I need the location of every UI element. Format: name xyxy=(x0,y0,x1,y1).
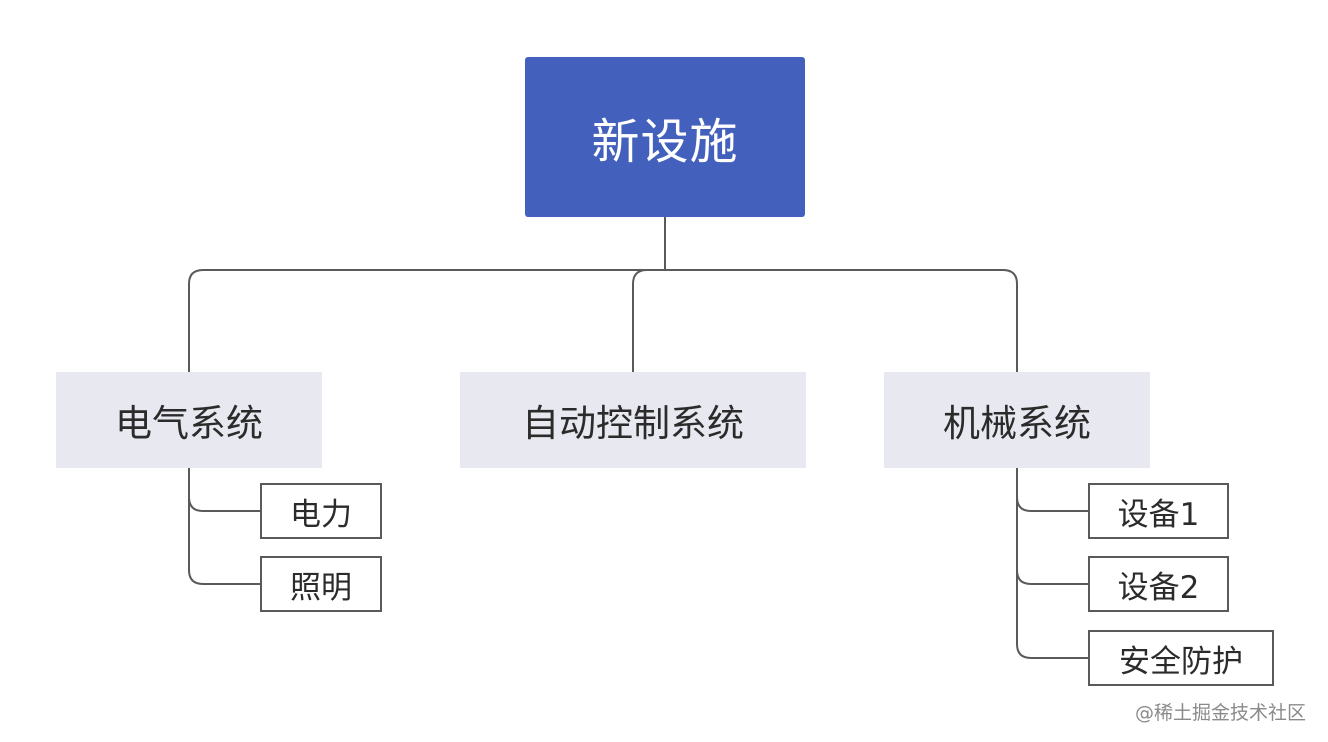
branch-node-automation: 自动控制系统 xyxy=(460,372,806,468)
branch-label: 电气系统 xyxy=(115,402,263,445)
leaf-connector-device-1 xyxy=(1016,468,1089,512)
branch-node-electrical: 电气系统 xyxy=(56,372,322,468)
watermark-text: @稀土掘金技术社区 xyxy=(1134,702,1306,724)
leaf-label: 安全防护 xyxy=(1119,643,1243,680)
leaf-connector-safety xyxy=(1016,570,1089,659)
leaf-label: 设备1 xyxy=(1117,496,1200,533)
leaf-connector-lighting xyxy=(188,497,261,585)
leaf-node-device-1: 设备1 xyxy=(1088,483,1229,539)
branch-bus-connector xyxy=(188,269,1018,372)
leaf-label: 照明 xyxy=(290,569,352,606)
branch-connector-middle xyxy=(632,269,648,372)
root-label: 新设施 xyxy=(591,114,739,170)
leaf-node-device-2: 设备2 xyxy=(1088,556,1229,612)
root-node: 新设施 xyxy=(525,57,805,217)
leaf-label: 设备2 xyxy=(1117,569,1200,606)
branch-label: 机械系统 xyxy=(943,402,1091,445)
leaf-node-safety: 安全防护 xyxy=(1088,630,1274,686)
leaf-connector-power xyxy=(188,468,261,512)
leaf-node-lighting: 照明 xyxy=(260,556,382,612)
branch-node-mechanical: 机械系统 xyxy=(884,372,1150,468)
leaf-node-power: 电力 xyxy=(260,483,382,539)
leaf-label: 电力 xyxy=(290,496,352,533)
branch-label: 自动控制系统 xyxy=(522,402,744,445)
